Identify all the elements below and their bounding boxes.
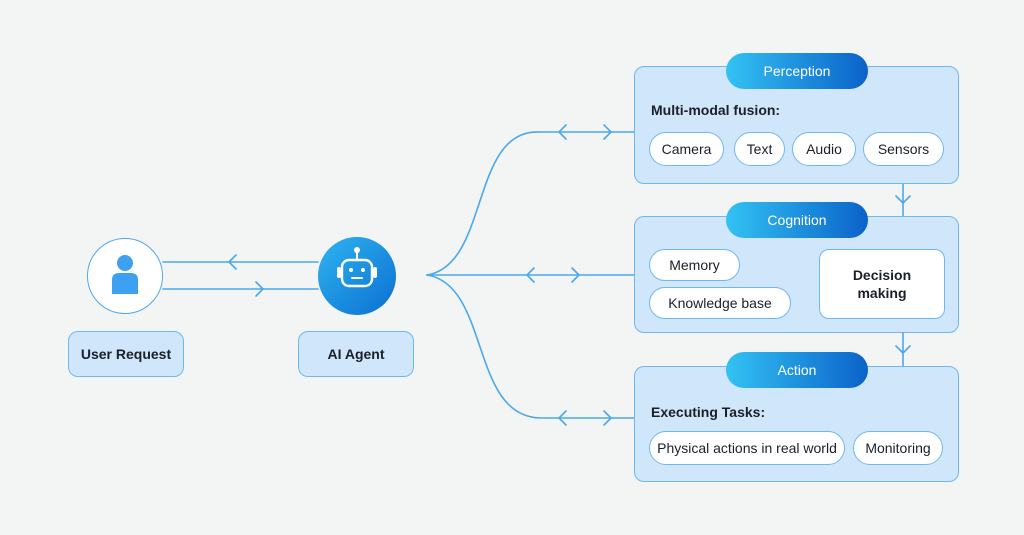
arrow-left-icon xyxy=(526,267,535,283)
arrow-down-icon xyxy=(895,345,911,354)
user-request-label: User Request xyxy=(68,331,184,377)
chip-camera: Camera xyxy=(649,132,724,166)
chip-audio: Audio xyxy=(792,132,856,166)
action-title: Action xyxy=(726,352,868,388)
arrow-right-icon xyxy=(603,410,612,426)
robot-icon xyxy=(337,247,377,288)
cognition-title: Cognition xyxy=(726,202,868,238)
chip-monitoring: Monitoring xyxy=(853,431,943,465)
arrow-down-icon xyxy=(895,195,911,204)
arrow-left-icon xyxy=(558,124,567,140)
person-icon xyxy=(111,254,138,294)
arrow-left-icon xyxy=(228,254,237,270)
chip-memory: Memory xyxy=(649,249,740,281)
arrow-left-icon xyxy=(558,410,567,426)
ai-agent-avatar xyxy=(318,237,396,315)
perception-title: Perception xyxy=(726,53,868,89)
chip-sensors: Sensors xyxy=(863,132,944,166)
arrow-right-icon xyxy=(603,124,612,140)
branch-to-action xyxy=(426,274,635,419)
chip-text: Text xyxy=(734,132,785,166)
branch-to-perception xyxy=(426,131,635,276)
chip-knowledge-base: Knowledge base xyxy=(649,287,791,319)
ai-agent-label: AI Agent xyxy=(298,331,414,377)
decision-making-box: Decision making xyxy=(819,249,945,319)
user-avatar xyxy=(87,238,163,314)
multimodal-heading: Multi-modal fusion: xyxy=(651,102,781,118)
arrow-right-icon xyxy=(571,267,580,283)
executing-tasks-heading: Executing Tasks: xyxy=(651,404,766,420)
chip-physical-actions: Physical actions in real world xyxy=(649,431,845,465)
arrow-right-icon xyxy=(255,281,264,297)
